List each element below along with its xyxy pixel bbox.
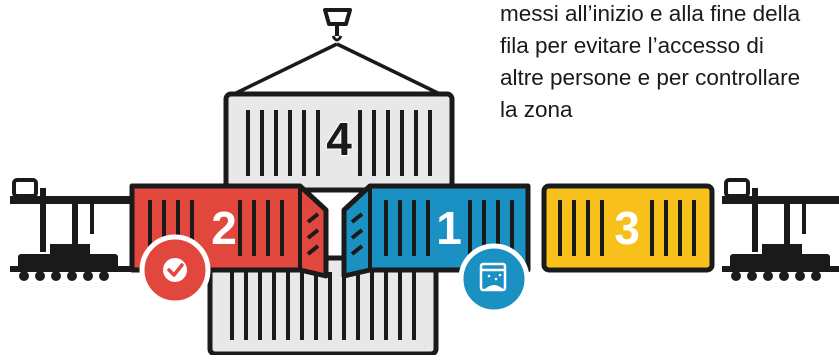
note-line: altre persone e per controllare [500,65,801,90]
container-3: 3 [541,183,715,273]
note-line: la zona [500,97,573,122]
container-3-number: 3 [614,202,640,254]
checkmark-badge-icon [139,234,211,306]
container-2-number: 2 [211,202,237,254]
container-4-number: 4 [326,113,352,165]
gantry-crane-icon-left [10,178,140,283]
crane-hook-icon [229,8,445,98]
container-4: 4 [223,91,455,193]
note-text: messi all’inizio e alla fine della fila … [500,0,839,126]
note-line: fila per evitare l’accesso di [500,33,764,58]
bulk-cargo-badge-icon [458,243,530,315]
container-1-number: 1 [436,202,462,254]
gantry-crane-icon-right [722,178,839,283]
note-line: messi all’inizio e alla fine della [500,1,801,26]
